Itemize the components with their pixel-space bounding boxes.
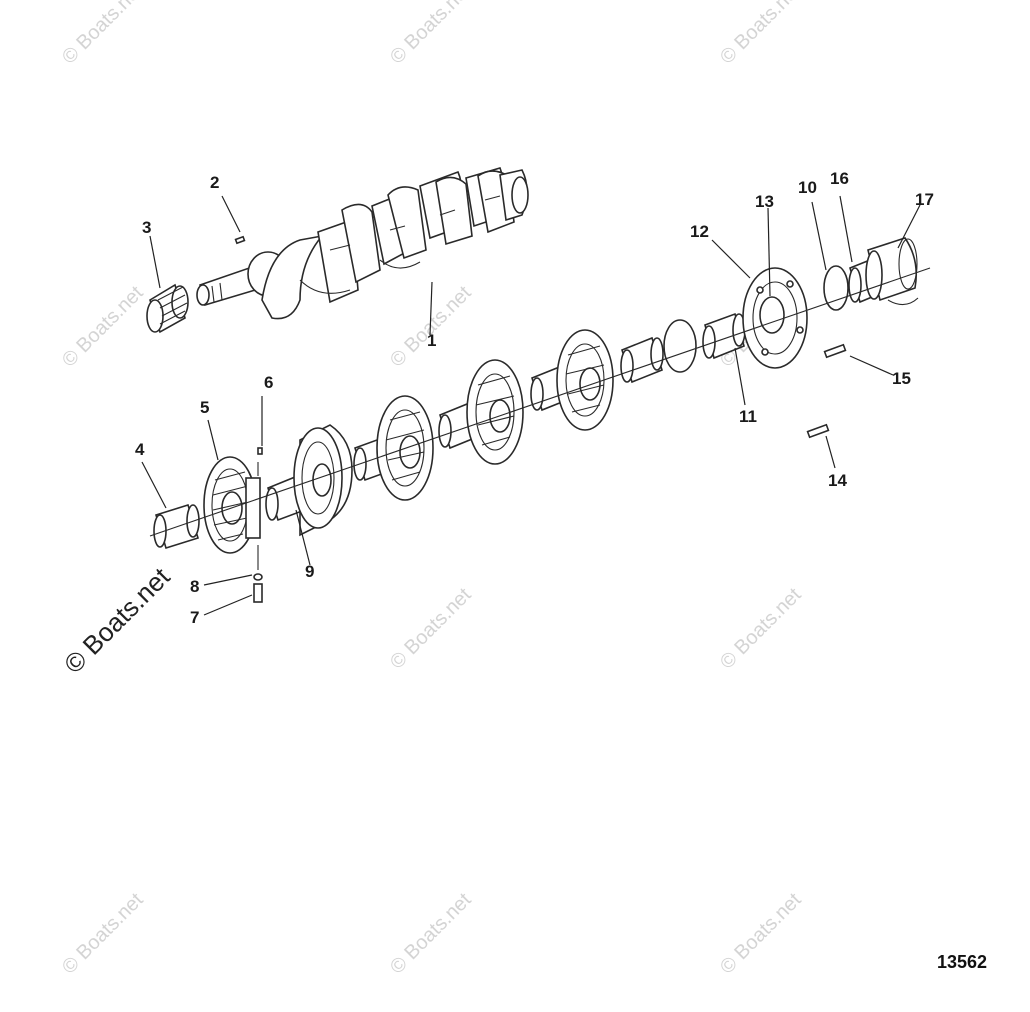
callout-2: 2 [210,173,219,192]
watermark: © Boats.net [386,889,476,979]
callout-12: 12 [690,222,709,241]
callout-10: 10 [798,178,817,197]
callout-6: 6 [264,373,273,392]
callout-8: 8 [190,577,199,596]
watermark: © Boats.net [716,584,806,674]
rear-bearing-11 [702,312,746,360]
dowel-pin-14 [806,423,830,439]
center-axis [149,267,931,537]
callout-14: 14 [828,471,847,490]
callout-9: 9 [305,562,314,581]
watermark: © Boats.net [386,0,476,69]
rear-bearing-support [742,267,808,369]
watermark: © Boats.net [386,584,476,674]
callout-3: 3 [142,218,151,237]
figure-number: 13562 [937,952,987,972]
watermark: © Boats.net [716,0,806,69]
bearing-support-3 [466,359,524,465]
callout-labels: 1 2 3 4 5 6 7 8 9 10 11 12 13 14 15 16 1… [135,169,934,627]
watermark: © Boats.net [58,889,148,979]
callout-4: 4 [135,440,145,459]
bearing-sleeve-d [620,336,664,384]
callout-1: 1 [427,331,436,350]
watermark: © Boats.net [58,561,176,679]
front-bearing-support [203,456,261,554]
leader-lines [141,195,921,616]
dowel-pin-15 [823,343,847,359]
callout-17: 17 [915,190,934,209]
callout-7: 7 [190,608,199,627]
callout-5: 5 [200,398,209,417]
crankshaft-gear [146,283,189,334]
watermark: © Boats.net [58,0,148,69]
callout-16: 16 [830,169,849,188]
bearing-screw-stack [253,447,263,603]
watermark-group: © Boats.net © Boats.net © Boats.net © Bo… [58,0,806,979]
bearing-housing-17 [865,237,919,306]
watermark: © Boats.net [716,889,806,979]
callout-11: 11 [739,407,757,426]
crankshaft [196,167,529,320]
bearing-support-1 [293,424,353,537]
callout-15: 15 [892,369,911,388]
crankshaft-key [234,235,246,245]
snap-ring [663,319,697,373]
retaining-ring-10 [823,265,849,311]
watermark: © Boats.net [58,282,148,372]
callout-13: 13 [755,192,774,211]
